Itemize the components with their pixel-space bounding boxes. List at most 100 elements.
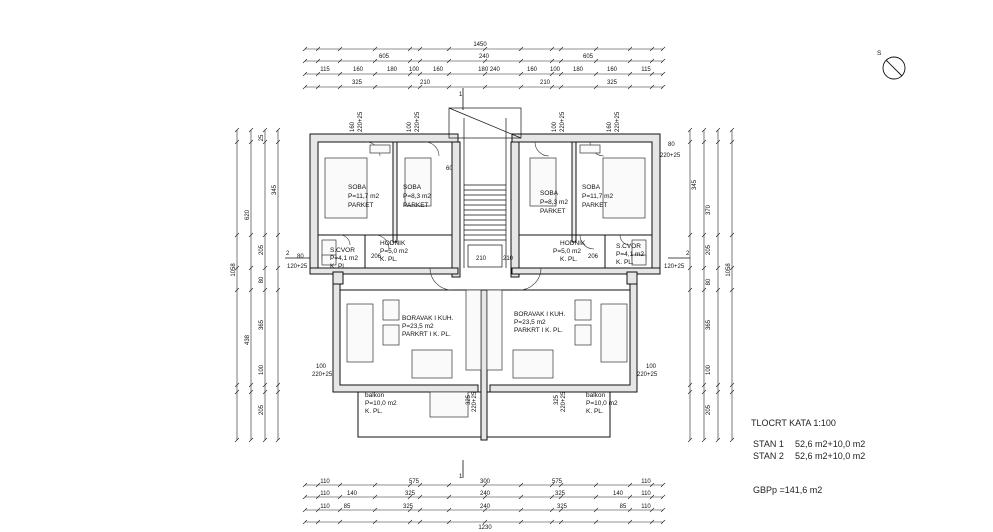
dimension-tick xyxy=(729,437,735,443)
dimension-tick xyxy=(262,232,268,238)
dimension-tick xyxy=(417,519,423,525)
room-name: SOBA xyxy=(403,184,422,191)
section-marker-labels: 1 1 2 2 xyxy=(286,92,690,480)
dimension-tick xyxy=(315,507,321,513)
section-marker-right: 2 xyxy=(686,251,690,257)
dim-bot-r2-4: 325 xyxy=(555,491,566,497)
dim-top-r3-4: 160 xyxy=(433,67,444,73)
north-arrow-label: S xyxy=(877,50,882,57)
dim-top-r3-1: 160 xyxy=(353,67,364,73)
dim-right-inner-4: 365 xyxy=(706,319,712,330)
room-area: P=23,5 m2 xyxy=(402,323,434,330)
dimension-tick xyxy=(701,127,707,133)
dimension-tick xyxy=(729,389,735,395)
room-area: P=11,7 m2 xyxy=(348,193,380,200)
dimension-tick xyxy=(549,482,555,488)
dimension-tick xyxy=(627,71,633,77)
room-name: HODNIK xyxy=(560,240,586,247)
dim-bot-r2-1: 140 xyxy=(347,491,358,497)
window-label: 220+25 xyxy=(637,372,658,378)
room-area: P=5,0 m2 xyxy=(380,248,408,255)
dim-left-mid-1: 438 xyxy=(245,334,251,345)
dimension-tick xyxy=(407,84,413,90)
dimension-tick xyxy=(549,507,555,513)
dimension-tick xyxy=(372,84,378,90)
gross-area: GBPp =141,6 m2 xyxy=(753,485,823,495)
dimension-tick xyxy=(337,507,343,513)
dim-left-inner-2: 205 xyxy=(259,244,265,255)
door-label: 100 xyxy=(552,121,558,132)
dimension-tick xyxy=(446,494,452,500)
dimension-tick xyxy=(593,58,599,64)
dimension-tick xyxy=(649,58,655,64)
dim-right-inner-5: 100 xyxy=(706,364,712,375)
window-label: 220+25 xyxy=(660,153,681,159)
dimension-tick xyxy=(518,84,524,90)
stair-core xyxy=(448,107,522,268)
dim-top-r3-5: 180 240 xyxy=(478,67,500,73)
top-dimension-chains xyxy=(302,46,666,90)
dimension-tick xyxy=(417,507,423,513)
section-marker-top: 1 xyxy=(459,92,463,98)
room-name: HODNIK xyxy=(380,240,406,247)
inner-dim: 206 xyxy=(371,254,382,260)
dimension-tick xyxy=(417,46,423,52)
dim-top-r3-9: 160 xyxy=(607,67,618,73)
drawing-title: TLOCRT KATA 1:100 xyxy=(751,418,836,428)
dimension-tick xyxy=(275,287,281,293)
dimension-tick xyxy=(518,519,524,525)
dim-bot-r2-6: 110 xyxy=(641,491,651,497)
dimension-tick xyxy=(407,58,413,64)
dimension-tick xyxy=(729,139,735,145)
room-floor: K. PL. xyxy=(586,408,604,415)
legend-row-label: STAN 2 xyxy=(753,451,784,461)
dim-left-inner-1: 345 xyxy=(272,184,278,195)
room-name: S.CVOR xyxy=(330,247,355,254)
dimension-tick xyxy=(446,507,452,513)
room-floor: K. PL. xyxy=(365,408,383,415)
dimension-tick xyxy=(417,58,423,64)
dim-left-inner-5: 100 xyxy=(259,364,265,375)
dimension-tick xyxy=(446,46,452,52)
dim-left-inner-6: 205 xyxy=(259,404,265,415)
dim-top-r3-6: 160 xyxy=(527,67,538,73)
dimension-tick xyxy=(715,232,721,238)
dim-top-605-left: 605 xyxy=(379,54,390,60)
inner-dim: 325 xyxy=(466,394,472,405)
room-floor: PARKET xyxy=(582,202,608,209)
dimension-tick xyxy=(715,437,721,443)
door-label: 220+25 xyxy=(358,111,364,132)
dimension-tick xyxy=(315,71,321,77)
dimension-tick xyxy=(446,58,452,64)
dimension-tick xyxy=(687,139,693,145)
dimension-tick xyxy=(649,482,655,488)
dimension-tick xyxy=(234,232,240,238)
dimension-tick xyxy=(337,482,343,488)
dimension-tick xyxy=(715,389,721,395)
dimension-tick xyxy=(315,84,321,90)
dimension-tick xyxy=(715,139,721,145)
dimension-tick xyxy=(593,494,599,500)
room-area: P=23,5 m2 xyxy=(514,319,546,326)
room-name: balkon xyxy=(365,392,385,399)
dimension-tick xyxy=(660,507,666,513)
dim-right-inner-0: 345 xyxy=(692,179,698,190)
dimension-tick xyxy=(248,265,254,271)
section-marker-left: 2 xyxy=(286,251,290,257)
dimension-tick xyxy=(518,482,524,488)
room-floor: PARKET xyxy=(540,208,566,215)
room-floor: PARKRT I K. PL. xyxy=(402,331,451,338)
dimension-tick xyxy=(687,287,693,293)
dimension-tick xyxy=(302,58,308,64)
inner-dim: 325 xyxy=(554,394,560,405)
dimension-tick xyxy=(417,482,423,488)
dim-bot-r3-2: 325 xyxy=(403,504,414,510)
dimension-tick xyxy=(701,265,707,271)
dimension-tick xyxy=(593,482,599,488)
dim-bot-r3-1: 85 xyxy=(344,504,351,510)
dimension-tick xyxy=(248,139,254,145)
dimension-tick xyxy=(372,494,378,500)
dimension-tick xyxy=(315,58,321,64)
dimension-tick xyxy=(701,382,707,388)
dim-right-outer: 1058 xyxy=(726,263,732,277)
